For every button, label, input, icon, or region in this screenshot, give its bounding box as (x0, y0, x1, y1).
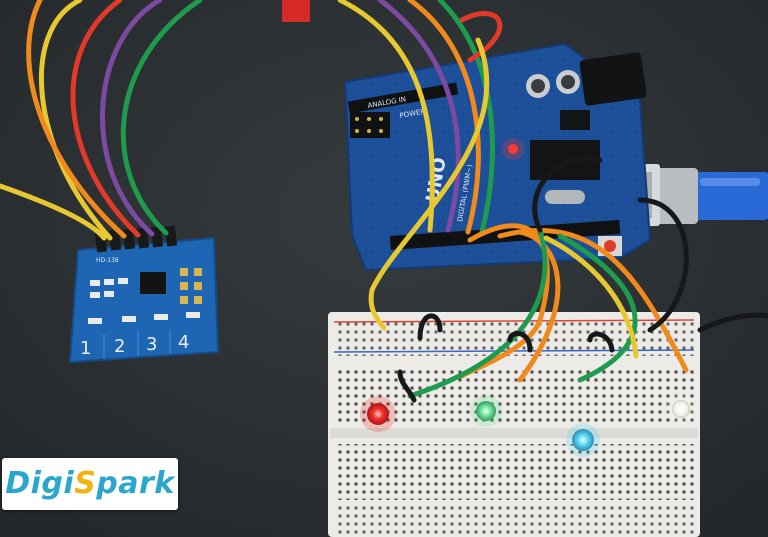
led-red (360, 396, 396, 432)
led-green (470, 395, 502, 427)
logo-part-bolt: S (74, 466, 97, 501)
pad-label-2: 2 (114, 336, 126, 357)
logo-part-park: park (96, 466, 175, 501)
logo-part-digi: Digi (5, 466, 75, 501)
pad-label-3: 3 (146, 334, 158, 355)
red-connector (282, 0, 310, 22)
arduino-uno-board: UNO POWER ANALOG IN DIGITAL (PWM~) (343, 42, 652, 272)
module-silk-label: HD-138 (96, 257, 119, 264)
led-white (666, 394, 696, 424)
pad-label-4: 4 (178, 332, 190, 353)
led-blue (566, 423, 600, 457)
brand-logo: DigiSpark (2, 458, 178, 510)
touch-sensor-module: HD-138 (68, 225, 220, 364)
brand-logo-text: DigiSpark (5, 469, 175, 499)
pad-label-1: 1 (80, 338, 92, 359)
jumper-wires (0, 0, 768, 403)
